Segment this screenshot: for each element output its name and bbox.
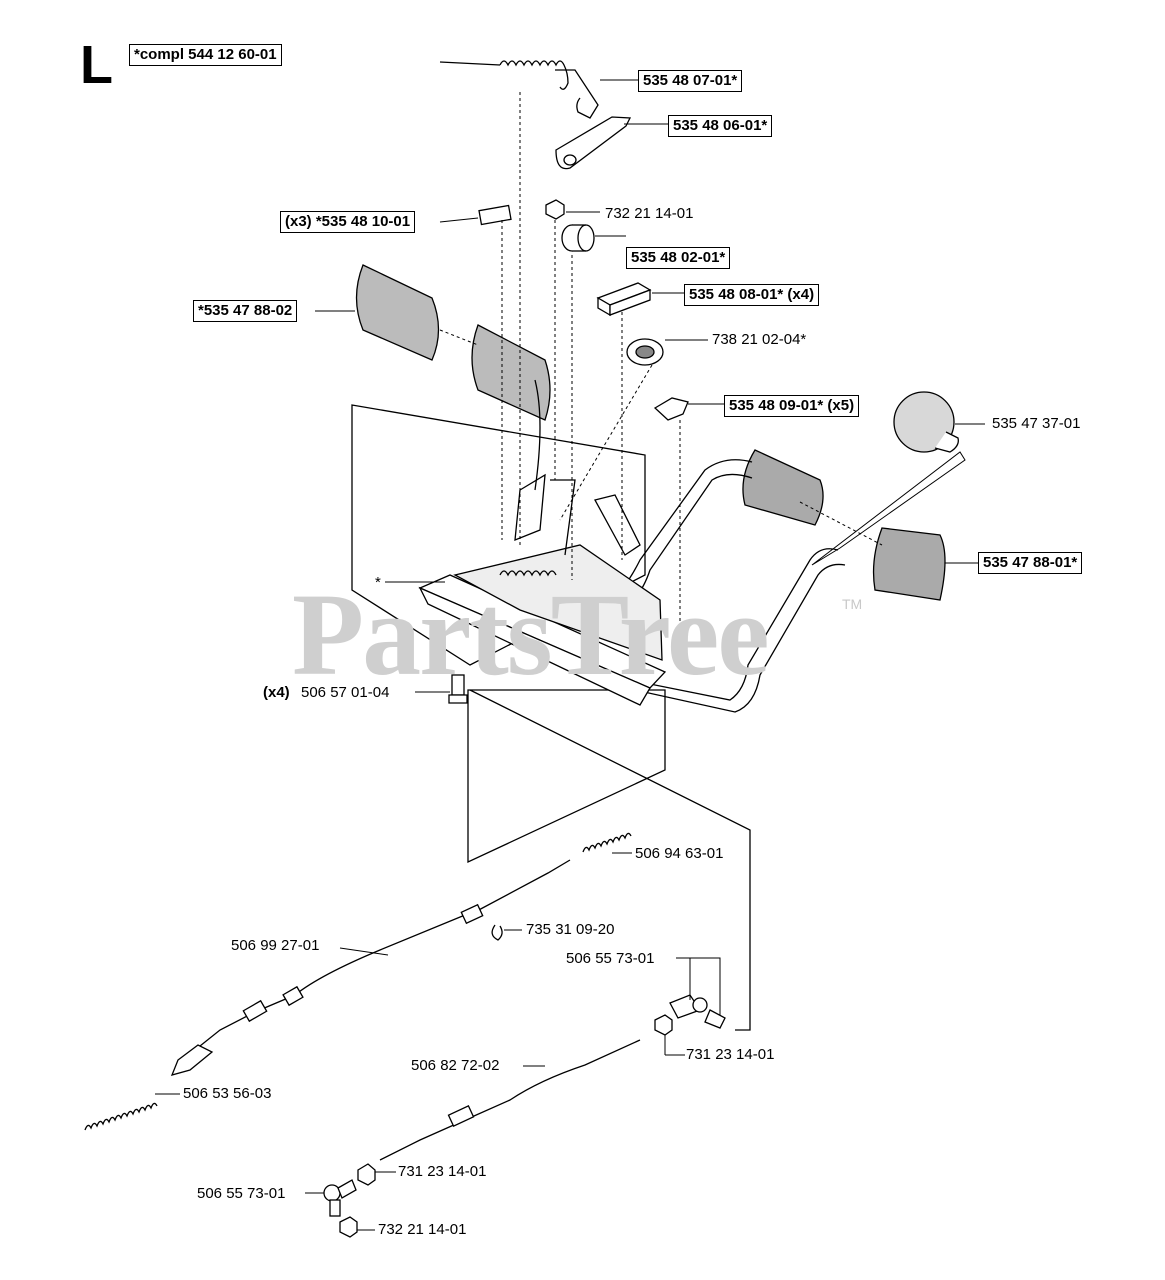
label-506-82-72-02: 506 82 72-02 <box>411 1057 500 1074</box>
label-535-48-02-01: 535 48 02-01* <box>626 247 731 269</box>
clip-535-48-09-01 <box>653 397 689 421</box>
nut-732-21-14-01-lower <box>339 1216 358 1238</box>
bolt-506-57-01-04 <box>448 674 468 704</box>
pedal-bar <box>609 459 846 713</box>
block-535-48-08-01 <box>596 282 652 317</box>
label-731-23-14-01-upper: 731 23 14-01 <box>686 1046 775 1063</box>
nut-731-23-14-01-upper <box>654 1014 673 1036</box>
watermark: PartsTree <box>292 569 770 700</box>
cable-506-82-72-02 <box>379 1039 641 1161</box>
knob-535-47-37-01 <box>893 391 959 453</box>
label-535-47-88-01: 535 47 88-01* <box>978 552 1083 574</box>
label-compl: *compl 544 12 60-01 <box>129 44 282 66</box>
spring-535-48-07-01 <box>439 60 599 119</box>
label-732-21-14-01: 732 21 14-01 <box>605 205 694 222</box>
label-506-57-01-04: 506 57 01-04 <box>301 684 390 701</box>
label-506-99-27-01: 506 99 27-01 <box>231 937 320 954</box>
spring-506-53-56-03 <box>84 1102 158 1131</box>
cable-506-99-27-01 <box>170 859 571 1076</box>
label-535-48-06-01: 535 48 06-01* <box>668 115 773 137</box>
label-535-47-88-02: *535 47 88-02 <box>193 300 298 322</box>
lower-plate-outline <box>467 689 666 864</box>
label-535-48-10-01: (x3) *535 48 10-01 <box>280 211 416 233</box>
watermark-tm: TM <box>842 596 863 612</box>
label-506-55-73-01-lower: 506 55 73-01 <box>197 1185 286 1202</box>
label-738-21-02-04: 738 21 02-04* <box>712 331 807 348</box>
nut-732-21-14-01 <box>545 199 565 220</box>
spring-506-94-63-01 <box>582 832 632 853</box>
label-506-94-63-01: 506 94 63-01 <box>635 845 724 862</box>
ball-joint-506-55-73-01-lower <box>323 1179 357 1217</box>
label-535-47-37-01: 535 47 37-01 <box>992 415 1081 432</box>
label-535-48-07-01: 535 48 07-01* <box>638 70 743 92</box>
label-506-53-56-03: 506 53 56-03 <box>183 1085 272 1102</box>
label-535-48-09-01: 535 48 09-01* (x5) <box>724 395 860 417</box>
label-735-31-09-20: 735 31 09-20 <box>526 921 615 938</box>
label-506-55-73-01-upper: 506 55 73-01 <box>566 950 655 967</box>
base-plate-assembly <box>418 379 667 706</box>
grip-535-47-88-02 <box>355 264 551 421</box>
plate-535-48-10-01 <box>478 204 512 226</box>
label-732-21-14-01-lower: 732 21 14-01 <box>378 1221 467 1238</box>
clip-735-31-09-20 <box>491 924 503 941</box>
bearing-738-21-02-04 <box>626 338 664 366</box>
bracket-535-48-06-01 <box>555 116 632 170</box>
label-qty-x4: (x4) <box>263 684 290 701</box>
label-731-23-14-01-lower: 731 23 14-01 <box>398 1163 487 1180</box>
nut-731-23-14-01-lower <box>357 1163 376 1186</box>
pedal-pad-535-47-88-01 <box>742 449 946 601</box>
bushing-535-48-02-01 <box>561 224 595 252</box>
label-535-48-08-01: 535 48 08-01* (x4) <box>684 284 820 306</box>
section-letter: L <box>80 35 113 95</box>
ball-joint-506-55-73-01-upper <box>669 994 726 1029</box>
leader-lines <box>155 79 985 1231</box>
label-star: * <box>375 574 381 591</box>
assembly-frame-line <box>469 689 751 1031</box>
